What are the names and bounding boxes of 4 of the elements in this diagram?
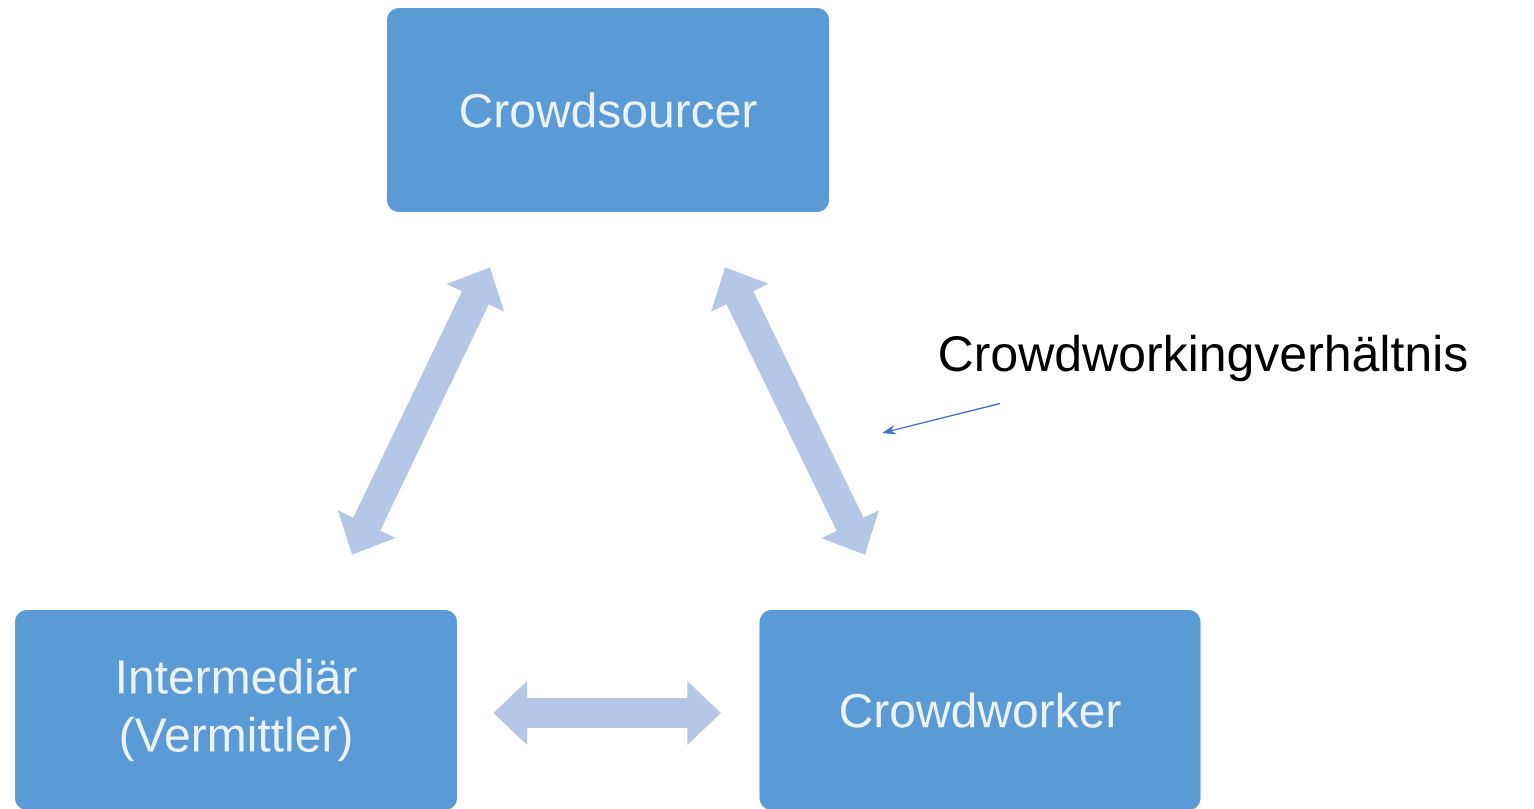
process-box: Intermediär (Vermittler) — [15, 610, 457, 809]
process-box: Crowdsourcer — [387, 8, 829, 212]
process-box: Crowdworker — [759, 610, 1201, 809]
annotation-text: Crowdworkingverhältnis — [940, 334, 1467, 382]
